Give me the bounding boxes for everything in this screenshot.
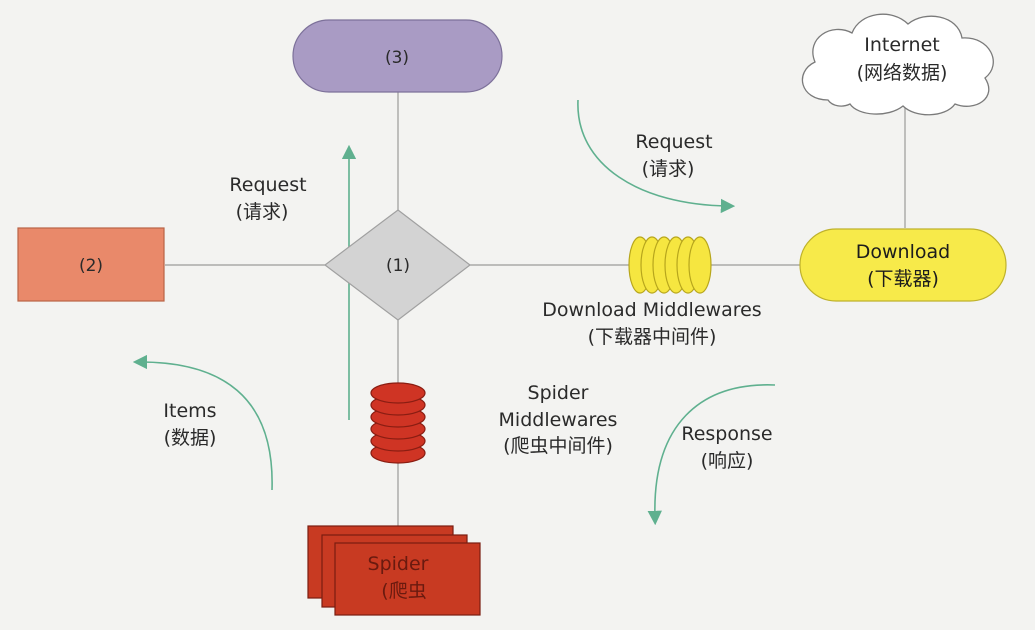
- item-pipeline-node: (2): [17, 227, 165, 302]
- svg-text:Items: Items: [163, 400, 216, 422]
- engine-node: (1): [324, 209, 471, 321]
- spider-middlewares-label: Spider Middlewares (爬虫中间件): [499, 382, 618, 457]
- svg-text:(响应): (响应): [701, 450, 754, 472]
- arrow-response: [647, 384, 776, 526]
- internet-label-cn: (网络数据): [857, 62, 948, 84]
- svg-text:(下载器中间件): (下载器中间件): [588, 326, 717, 348]
- scheduler-label: (3): [385, 48, 409, 68]
- svg-text:(请求): (请求): [642, 158, 695, 180]
- svg-text:(数据): (数据): [164, 427, 217, 449]
- svg-text:(爬虫中间件): (爬虫中间件): [503, 435, 613, 457]
- spider-label-en: Spider: [368, 553, 429, 575]
- internet-label-en: Internet: [864, 34, 939, 56]
- downloader-label-en: Download: [856, 241, 950, 263]
- request-left-label: Request (请求): [229, 174, 306, 223]
- spider-node: Spider (爬虫: [307, 525, 481, 616]
- response-label: Response (响应): [681, 423, 772, 472]
- connector-lines: [165, 92, 906, 528]
- arrow-request-right: [577, 99, 736, 214]
- items-label: Items (数据): [163, 400, 216, 449]
- svg-text:Middlewares: Middlewares: [499, 409, 618, 431]
- internet-cloud: Internet (网络数据): [801, 13, 994, 116]
- downloader-node: Download (下载器): [799, 228, 1007, 302]
- item-pipeline-label: (2): [79, 256, 103, 276]
- download-middlewares-icon: [628, 236, 712, 294]
- downloader-label-cn: (下载器): [867, 268, 939, 290]
- scheduler-node: (3): [292, 19, 503, 93]
- flow-arrows: [132, 99, 776, 526]
- spider-middlewares-icon: [370, 382, 426, 464]
- svg-text:Spider: Spider: [528, 382, 589, 404]
- svg-text:(请求): (请求): [236, 201, 289, 223]
- svg-text:Request: Request: [229, 174, 306, 196]
- svg-text:Response: Response: [681, 423, 772, 445]
- engine-label: (1): [386, 256, 410, 276]
- arrow-items: [132, 354, 273, 491]
- download-middlewares-label: Download Middlewares (下载器中间件): [542, 299, 761, 348]
- request-right-label: Request (请求): [635, 131, 712, 180]
- svg-text:Download Middlewares: Download Middlewares: [542, 299, 761, 321]
- spider-label-cn: (爬虫: [381, 580, 426, 602]
- svg-text:Request: Request: [635, 131, 712, 153]
